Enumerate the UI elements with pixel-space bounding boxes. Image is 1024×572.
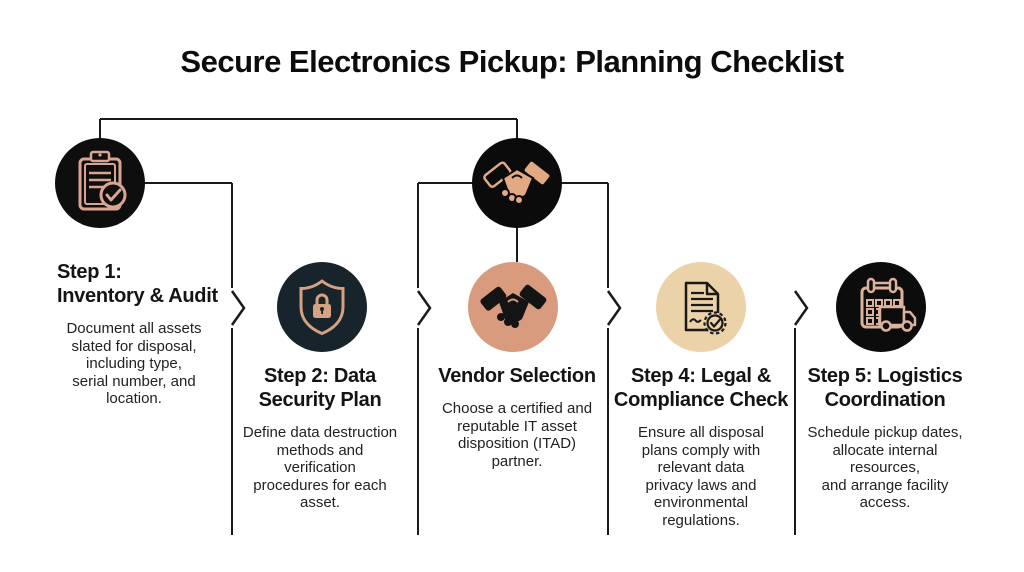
page-title: Secure Electronics Pickup: Planning Chec… (180, 44, 844, 79)
step4-title: Step 4: Legal & Compliance Check (613, 365, 789, 411)
step1-description: Document all assets slated for disposal,… (66, 320, 202, 407)
step1-text-block: Step 1: Inventory & Audit Document all a… (36, 260, 232, 408)
step3-text-block: Vendor Selection Choose a certified and … (422, 364, 612, 470)
step1-node (55, 138, 145, 228)
handshake-icon (483, 159, 552, 205)
step4-node (656, 262, 746, 352)
flow-arrow-icon (606, 290, 622, 326)
calendar-truck-icon (860, 277, 917, 332)
step3-title: Vendor Selection (438, 365, 596, 387)
step3-description: Choose a certified and reputable IT asse… (441, 400, 593, 470)
step5-node (836, 262, 926, 352)
step2-text-block: Step 2: Data Security Plan Define data d… (225, 364, 415, 512)
step4-text-block: Step 4: Legal & Compliance Check Ensure … (606, 364, 796, 529)
step5-title: Step 5: Logistics Coordination (807, 365, 963, 411)
partnership-node (472, 138, 562, 228)
step1-title: Step 1: Inventory & Audit (57, 261, 218, 307)
handshake-icon (480, 284, 547, 328)
clipboard-check-icon (78, 150, 127, 211)
step3-node (468, 262, 558, 352)
step2-node (277, 262, 367, 352)
contract-badge-icon (684, 281, 727, 335)
flow-arrow-icon (793, 290, 809, 326)
shield-lock-icon (299, 279, 345, 336)
step2-title: Step 2: Data Security Plan (258, 365, 382, 411)
step5-description: Schedule pickup dates, allocate internal… (807, 424, 963, 511)
step5-text-block: Step 5: Logistics Coordination Schedule … (787, 364, 983, 512)
step4-description: Ensure all disposal plans comply with re… (638, 424, 764, 529)
flow-arrow-icon (230, 290, 246, 326)
flow-arrow-icon (416, 290, 432, 326)
step2-description: Define data destruction methods and veri… (242, 424, 398, 511)
